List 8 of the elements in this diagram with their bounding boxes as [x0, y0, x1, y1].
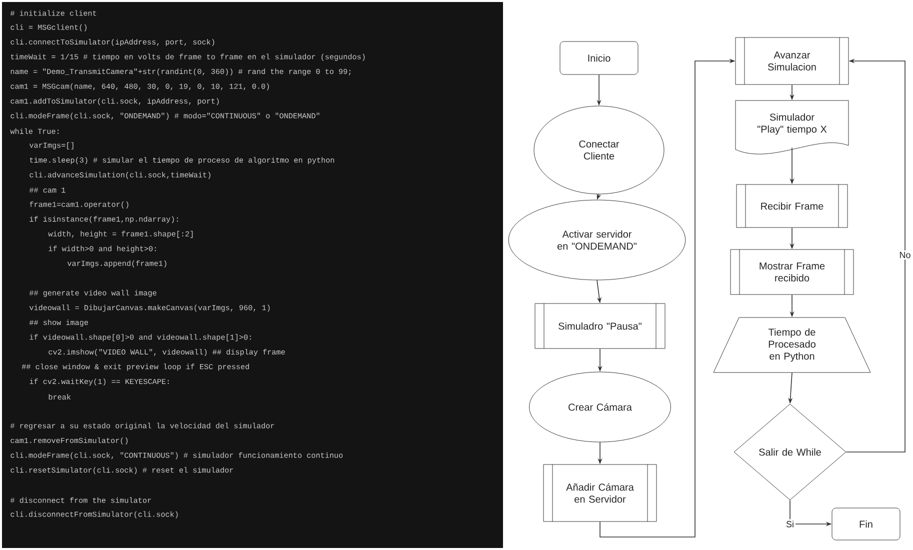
subprocess-box: Simuladro "Pausa" — [534, 303, 666, 349]
subprocess-box: Avanzar Simulacion — [735, 37, 849, 85]
terminal-box: Fin — [832, 508, 900, 540]
subprocess-box: Recibir Frame — [736, 184, 848, 228]
edge-label: Si — [784, 519, 796, 529]
terminal-box: Inicio — [560, 41, 638, 75]
subprocess-box: Mostrar Frame recibido — [730, 249, 854, 295]
subprocess-box: Añadir Cámara en Servidor — [543, 464, 657, 522]
